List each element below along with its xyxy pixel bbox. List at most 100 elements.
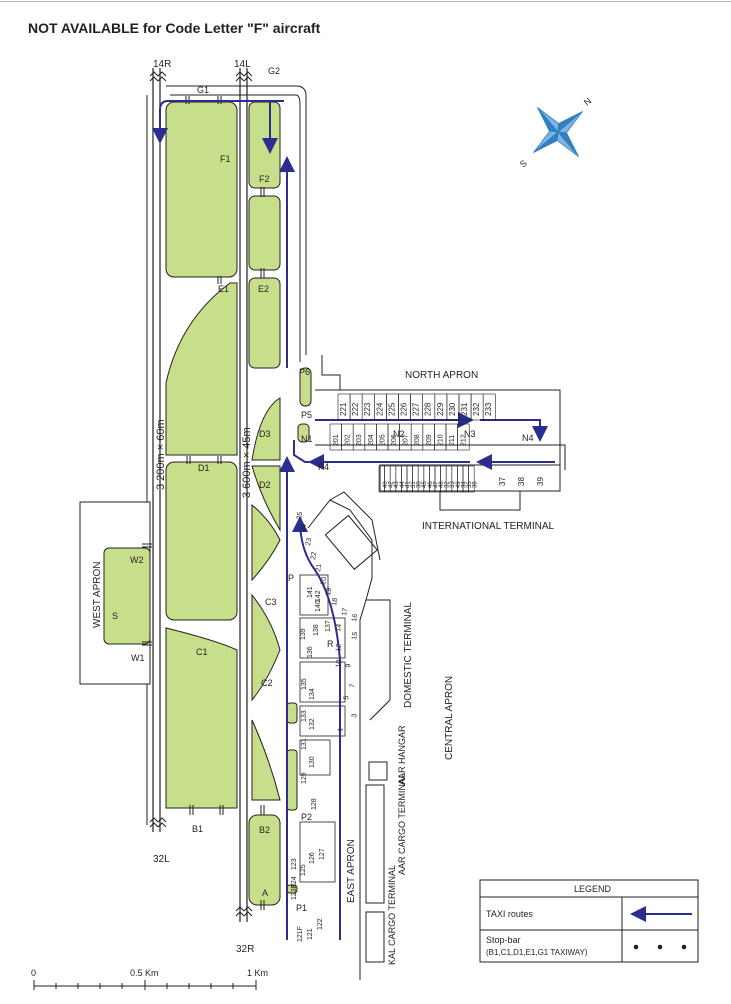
scale-bar	[33, 980, 257, 990]
stand-number: 208	[414, 434, 421, 446]
stand-number: 206	[391, 434, 398, 446]
stand-number: 139	[300, 628, 307, 640]
north-apron-area	[315, 355, 566, 511]
stand-number: 49	[456, 481, 462, 488]
stand-number: 201	[333, 434, 340, 446]
runway-east	[239, 68, 248, 922]
stand-number: 130	[309, 756, 316, 768]
stand-number: 204	[368, 434, 375, 446]
stand-number: 20	[320, 576, 328, 585]
stand-number: 212	[461, 434, 468, 446]
stop-bars	[142, 96, 265, 910]
stand-number: 48	[439, 481, 445, 488]
stand-number: 46	[428, 481, 434, 488]
stand-number: 32	[445, 481, 451, 488]
domestic-terminal-label: DOMESTIC TERMINAL	[403, 602, 414, 708]
scale-half: 0.5 Km	[130, 968, 159, 978]
stand-number: 129	[301, 772, 308, 784]
west-apron	[79, 501, 151, 685]
stand-number: 123F	[291, 884, 298, 900]
stand-number: 14	[335, 623, 343, 632]
stand-box	[482, 393, 496, 421]
stand-number: 17	[341, 607, 349, 616]
compass-south: S	[518, 158, 529, 170]
twy-W2: W2	[130, 555, 144, 565]
stand-number: 230	[448, 402, 457, 416]
taxiway-labels: G1 G2 F1 F2 E1 E2 D1 D2 D3 C1 C2 C3 B1 B…	[112, 66, 534, 913]
stand-number: 124	[291, 876, 298, 888]
twy-P1: P1	[296, 903, 307, 913]
twy-D3: D3	[259, 429, 271, 439]
twy-E1: E1	[218, 284, 229, 294]
kal-cargo-label: KAL CARGO TERMINAL	[387, 865, 397, 965]
twy-S: S	[112, 611, 118, 621]
legend-stopbar-label: Stop-bar	[486, 935, 521, 945]
twy-R: R	[327, 639, 334, 649]
stand-number: 19	[325, 587, 333, 596]
twy-B2: B2	[259, 825, 270, 835]
stand-number: 38	[517, 477, 526, 486]
stand-number: 9	[345, 663, 353, 668]
stand-number: 233	[484, 402, 493, 416]
stand-number: 23	[305, 537, 313, 546]
twy-N1: N1	[301, 434, 313, 444]
stand-number: 210	[437, 434, 444, 446]
stand-number: 138	[313, 624, 320, 636]
twy-P6: P6	[299, 367, 310, 377]
stand-number: 222	[351, 402, 360, 416]
stand-number: 202	[345, 434, 352, 446]
stand-number: 227	[412, 402, 421, 416]
stand-number: 42	[389, 481, 395, 488]
stand-number: 133	[301, 710, 308, 722]
runway-32L-label: 32L	[153, 854, 170, 865]
legend-taxi-label: TAXI routes	[486, 909, 533, 919]
stand-number: 126	[309, 852, 316, 864]
twy-P5: P5	[301, 410, 312, 420]
twy-C1: C1	[196, 647, 208, 657]
stand-number: 228	[424, 402, 433, 416]
stand-number: 7	[349, 683, 357, 688]
stand-number: 136	[307, 646, 314, 658]
twy-W1: W1	[131, 653, 145, 663]
stand-number: 45	[422, 481, 428, 488]
stand-number: 121	[307, 928, 314, 940]
stand-number: 35	[467, 481, 473, 488]
stand-number: 5	[343, 695, 351, 700]
stand-number: 16	[351, 613, 359, 622]
stand-number: 203	[356, 434, 363, 446]
stand-number: 132	[309, 718, 316, 730]
stand-number: 125	[300, 864, 307, 876]
stand-number: 21	[315, 563, 323, 572]
twy-N2: N2	[393, 429, 405, 439]
twy-N3: N3	[464, 429, 476, 439]
east-apron-stands	[299, 574, 346, 883]
twy-P2: P2	[301, 812, 312, 822]
stand-number: 10	[335, 659, 343, 668]
stand-number: 231	[460, 402, 469, 416]
stand-number: 221	[339, 402, 348, 416]
stand-number: 207	[403, 434, 410, 446]
twy-N4: N4	[522, 433, 534, 443]
stand-number: 223	[363, 402, 372, 416]
stand-number: 30	[417, 481, 423, 488]
stand-number: 3	[351, 713, 359, 718]
stand-number: 134	[309, 688, 316, 700]
stand-number: 18	[331, 597, 339, 606]
stand-box	[457, 423, 470, 451]
twy-C2: C2	[261, 678, 273, 688]
twy-F1: F1	[220, 154, 231, 164]
runway-14L-label: 14L	[234, 59, 251, 70]
stand-number: 41	[405, 481, 411, 488]
chart-title: NOT AVAILABLE for Code Letter "F" aircra…	[28, 20, 321, 36]
cargo-buildings	[365, 761, 388, 963]
runway-west	[152, 68, 161, 832]
twy-D2: D2	[259, 480, 271, 490]
domestic-pier	[307, 491, 391, 980]
stand-number: 43	[394, 481, 400, 488]
stand-number: 225	[387, 402, 396, 416]
stand-number: 22	[310, 551, 318, 560]
twy-F2: F2	[259, 174, 270, 184]
legend-stopbar-dot	[633, 944, 639, 950]
